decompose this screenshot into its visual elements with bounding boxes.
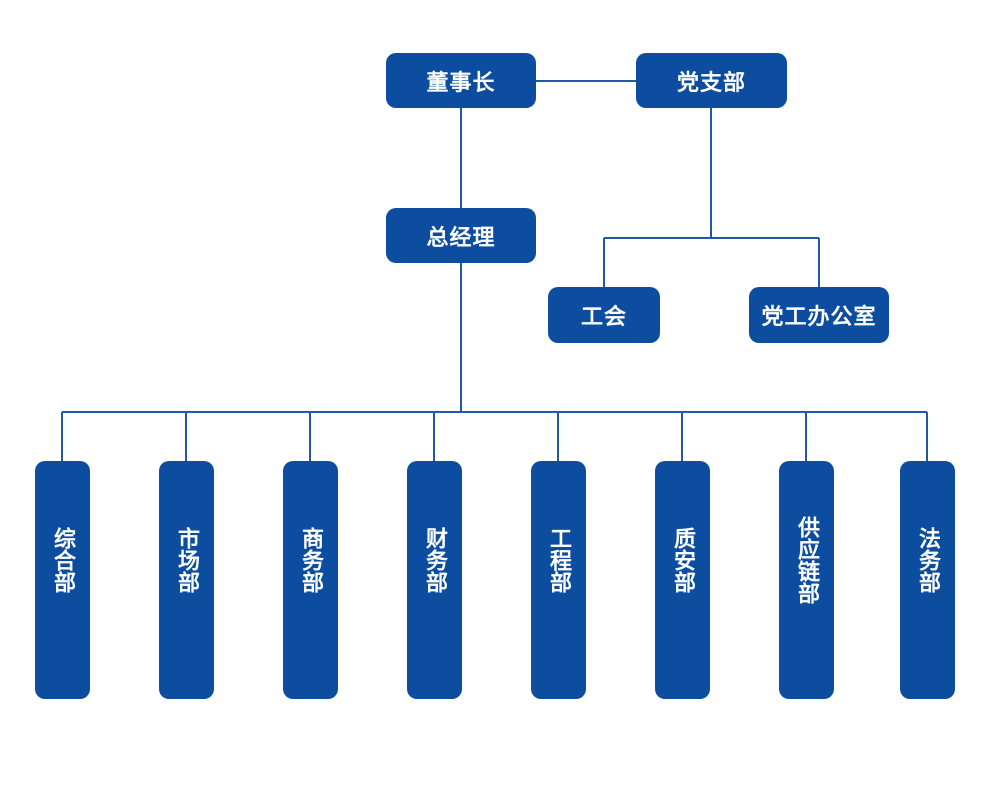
node-department-label: 商务部 [298,527,323,593]
node-party-office-label: 党工办公室 [761,305,877,330]
node-general-manager: 总经理 [386,208,536,263]
node-general-manager-label: 总经理 [426,225,496,251]
node-party-office: 党工办公室 [749,287,889,343]
node-department-label: 供应链部 [794,516,819,604]
node-department-label: 市场部 [174,527,199,593]
node-department-label: 综合部 [50,527,75,593]
node-union-label: 工会 [580,305,627,330]
node-party-branch-label: 党支部 [676,70,746,96]
node-department-label: 法务部 [915,527,940,593]
node-department: 工程部 [531,461,586,699]
node-chairman: 董事长 [386,53,536,108]
node-party-branch: 党支部 [636,53,787,108]
node-department-label: 工程部 [546,527,571,593]
node-department: 法务部 [900,461,955,699]
node-department: 质安部 [655,461,710,699]
node-department-label: 财务部 [422,527,447,593]
node-department: 财务部 [407,461,462,699]
node-department: 供应链部 [779,461,834,699]
node-department: 市场部 [159,461,214,699]
node-department: 综合部 [35,461,90,699]
node-department: 商务部 [283,461,338,699]
node-union: 工会 [548,287,660,343]
node-chairman-label: 董事长 [426,70,496,96]
node-department-label: 质安部 [670,527,695,593]
